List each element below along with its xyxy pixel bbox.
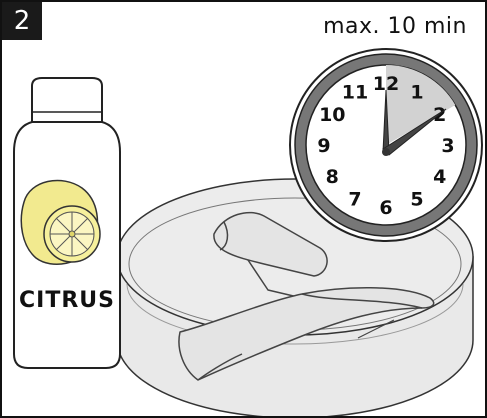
lemon-icon xyxy=(21,180,100,264)
citrus-bottle: CITRUS xyxy=(14,78,120,368)
clock-numeral: 6 xyxy=(379,197,392,219)
step-number-badge: 2 xyxy=(2,2,42,40)
max-time-label: max. 10 min xyxy=(323,14,467,39)
clock-numeral: 10 xyxy=(319,104,345,126)
clock-numeral: 5 xyxy=(410,189,423,211)
clock-numeral: 3 xyxy=(441,135,454,157)
bottle-label: CITRUS xyxy=(19,288,115,313)
clock-numeral: 2 xyxy=(433,104,446,126)
clock-numeral: 11 xyxy=(342,81,368,103)
clock-numeral: 1 xyxy=(410,81,423,103)
clock-numeral: 7 xyxy=(348,189,361,211)
clock-numeral: 8 xyxy=(326,166,339,188)
clock-numeral: 9 xyxy=(317,135,330,157)
clock-numeral: 4 xyxy=(433,166,446,188)
